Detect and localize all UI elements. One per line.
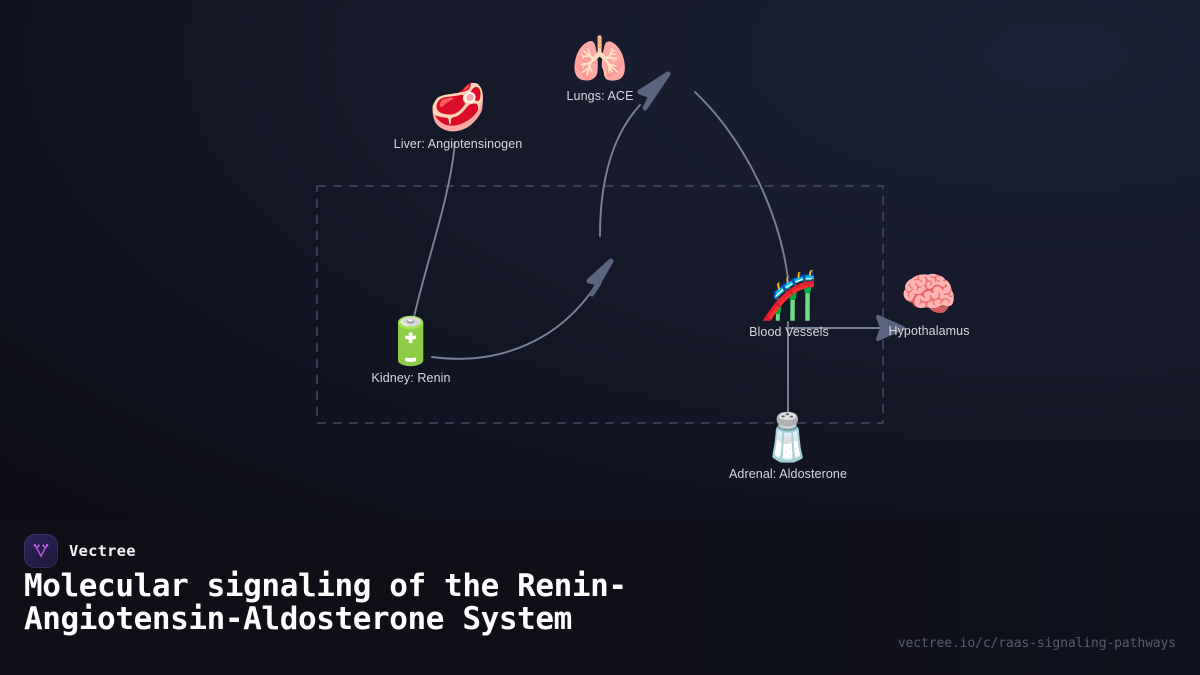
edge-lungs-to-blood-vessels (694, 91, 790, 289)
node-adrenal[interactable]: 🧂 Adrenal: Aldosterone (693, 411, 883, 481)
node-liver[interactable]: 🥩 Liver: Angiotensinogen (363, 81, 553, 151)
vectree-tree-icon (24, 534, 58, 568)
brand[interactable]: Vectree (24, 534, 136, 568)
edge-liver-to-kidney (411, 141, 456, 327)
edge-kidney-to-lungs-arrowhead (586, 258, 614, 297)
node-hypothalamus-label: Hypothalamus (888, 324, 970, 338)
node-blood-vessels-label: Blood Vessels (749, 325, 829, 339)
footer-bar: Vectree Molecular signaling of the Renin… (0, 520, 1200, 675)
node-blood-vessels[interactable]: 🎢 Blood Vessels (694, 269, 884, 339)
brand-name: Vectree (69, 542, 136, 560)
node-hypothalamus[interactable]: 🧠 Hypothalamus (834, 268, 1024, 338)
battery-icon: 🔋 (382, 315, 440, 367)
cut-of-meat-icon: 🥩 (429, 81, 487, 133)
brain-icon: 🧠 (900, 268, 958, 320)
node-kidney-label: Kidney: Renin (371, 371, 451, 385)
node-kidney[interactable]: 🔋 Kidney: Renin (316, 315, 506, 385)
node-adrenal-label: Adrenal: Aldosterone (728, 467, 848, 481)
node-lungs-label: Lungs: ACE (566, 89, 634, 103)
deck-url: vectree.io/c/raas-signaling-pathways (897, 636, 1176, 651)
lungs-icon: 🫁 (571, 33, 629, 85)
page-title: Molecular signaling of the Renin-Angiote… (24, 568, 627, 638)
salt-shaker-icon: 🧂 (759, 411, 817, 463)
roller-coaster-icon: 🎢 (760, 269, 818, 321)
node-lungs[interactable]: 🫁 Lungs: ACE (505, 33, 695, 103)
node-liver-label: Liver: Angiotensinogen (393, 137, 523, 151)
edge-lungs-riser (599, 104, 641, 237)
